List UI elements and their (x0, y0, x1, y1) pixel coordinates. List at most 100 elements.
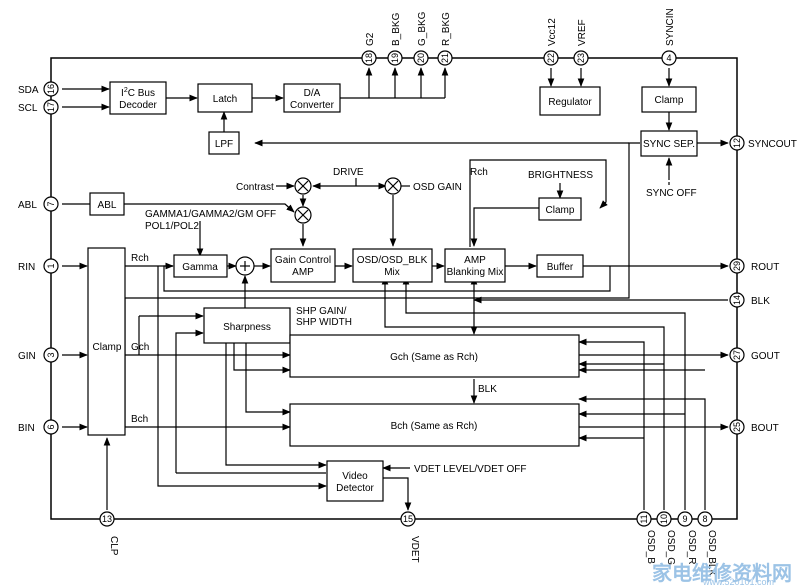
rch-top-label: Rch (470, 167, 488, 178)
pin-16-num: 16 (46, 84, 56, 94)
sharpness-label: Sharpness (223, 322, 271, 333)
pin-15 (400, 511, 416, 527)
pin-21-num: 21 (440, 53, 450, 63)
drive-label: DRIVE (333, 167, 364, 178)
sync-sep-label: SYNC SEP. (643, 139, 695, 150)
ic-outline (50, 57, 738, 520)
amp-label-2: Blanking Mix (447, 267, 504, 278)
pin-27 (729, 347, 745, 363)
pin-9-num: 9 (682, 514, 687, 524)
watermark-url: www.520101.com (702, 577, 774, 587)
gain-control-amp-block (270, 248, 336, 283)
pin-8 (697, 511, 713, 527)
pin-13 (99, 511, 115, 527)
pin-4-num: 4 (666, 53, 671, 63)
shp-gain-label: SHP GAIN/ (296, 306, 347, 317)
pin-11-num: 11 (639, 514, 649, 523)
pin-bin-label: BIN (18, 423, 35, 434)
pin-21 (437, 50, 453, 66)
pin-12-num: 12 (732, 138, 742, 148)
pin-gin-label: GIN (18, 351, 36, 362)
pin-osd-r-label: OSD_R (686, 530, 697, 564)
pin-27-num: 27 (732, 350, 742, 360)
bch-block (289, 403, 580, 447)
pin-osd-b-label: OSD_B (645, 530, 656, 564)
pin-9 (677, 511, 693, 527)
pin-13-num: 13 (102, 514, 112, 524)
bch-block-label: Bch (Same as Rch) (391, 421, 478, 432)
bch-label: Bch (131, 414, 148, 425)
pin-syncin-label: SYNCIN (665, 8, 676, 46)
pin-vdet-label: VDET (409, 536, 420, 563)
pin-18-num: 18 (364, 53, 374, 63)
abl-block (89, 192, 125, 216)
pin-17 (43, 99, 59, 115)
pin-bout-label: BOUT (751, 423, 779, 434)
gain-label-1: Gain Control (275, 255, 331, 266)
pin-rin-label: RIN (18, 262, 35, 273)
gch-label: Gch (131, 342, 149, 353)
vdet-level-label: VDET LEVEL/VDET OFF (414, 464, 526, 475)
pin-6 (43, 419, 59, 435)
pin-4 (661, 50, 677, 66)
gain-label-2: AMP (292, 267, 314, 278)
sharpness-block (203, 307, 291, 344)
vdet-label-1: Video (342, 471, 368, 482)
contrast-label: Contrast (236, 182, 274, 193)
i2c-label-2: Decoder (119, 100, 157, 111)
pin-29-num: 29 (732, 261, 742, 271)
sync-clamp-block (641, 86, 697, 113)
pin-gout-label: GOUT (751, 351, 780, 362)
da-label-2: Converter (290, 100, 335, 111)
gch-block-label: Gch (Same as Rch) (390, 352, 478, 363)
pin-17-num: 17 (46, 102, 56, 112)
gamma-label: Gamma (182, 262, 218, 273)
pin-20 (413, 50, 429, 66)
da-label-1: D/A (304, 88, 321, 99)
video-detector-block (326, 460, 384, 502)
sync-clamp-label: Clamp (655, 95, 684, 106)
amp-blanking-mix-block (444, 248, 506, 283)
pin-7 (43, 196, 59, 212)
pin-1 (43, 258, 59, 274)
pin-r-bkg-label: R_BKG (441, 12, 452, 46)
pin-14 (729, 292, 745, 308)
lpf-label: LPF (215, 139, 233, 150)
sync-sep-block (640, 130, 698, 157)
pin-8-num: 8 (702, 514, 707, 524)
pin-blk-label: BLK (751, 296, 770, 307)
pin-20-num: 20 (416, 53, 426, 63)
lpf-block (208, 131, 240, 155)
pin-18 (361, 50, 377, 66)
pin-11 (636, 511, 652, 527)
buffer-label: Buffer (547, 262, 574, 273)
regulator-label: Regulator (548, 97, 592, 108)
pin-25 (729, 419, 745, 435)
osd-mix-label-2: Mix (384, 267, 400, 278)
vdet-label-2: Detector (336, 483, 374, 494)
pin-osd-blk-label: OSD_BLK (706, 530, 717, 576)
shp-width-label: SHP WIDTH (296, 317, 352, 328)
pin-7-num: 7 (46, 201, 56, 206)
pin-23 (573, 50, 589, 66)
main-clamp-label: Clamp (93, 342, 122, 353)
pin-25-num: 25 (732, 422, 742, 432)
i2c-decoder-block (109, 81, 167, 115)
pin-vref-label: VREF (577, 19, 588, 46)
pin-3-num: 3 (46, 352, 56, 357)
gamma-select-label: GAMMA1/GAMMA2/GM OFF (145, 209, 276, 220)
osd-gain-label: OSD GAIN (413, 182, 462, 193)
pin-rout-label: ROUT (751, 262, 779, 273)
watermark-text: 家电维修资料网 (652, 561, 792, 585)
latch-block (197, 83, 253, 113)
pin-15-num: 15 (403, 514, 413, 524)
i2c-label: I2C Bus (121, 87, 155, 99)
da-converter-block (283, 83, 341, 113)
pin-clp-label: CLP (108, 536, 119, 556)
pin-3 (43, 347, 59, 363)
pin-abl-label: ABL (18, 200, 37, 211)
pin-29 (729, 258, 745, 274)
pin-scl-label: SCL (18, 103, 38, 114)
bright-clamp-label: Clamp (546, 205, 575, 216)
